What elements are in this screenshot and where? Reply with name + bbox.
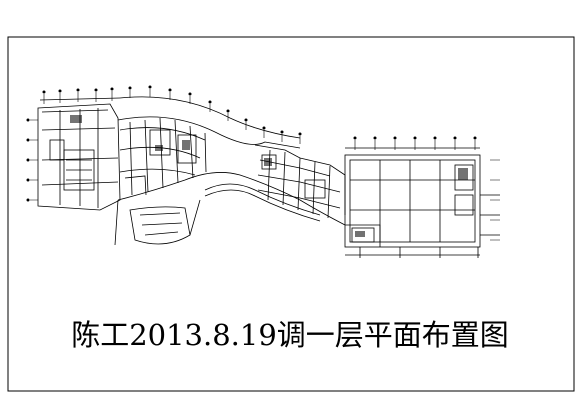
dense-detail-areas xyxy=(70,115,468,237)
sheet-border xyxy=(7,36,575,392)
grid-axis-bubbles xyxy=(26,85,477,202)
grid-axis-markers xyxy=(30,89,500,241)
plan-linework xyxy=(37,96,500,258)
drawing-title: 陈工2013.8.19调一层平面布置图 xyxy=(71,318,509,352)
